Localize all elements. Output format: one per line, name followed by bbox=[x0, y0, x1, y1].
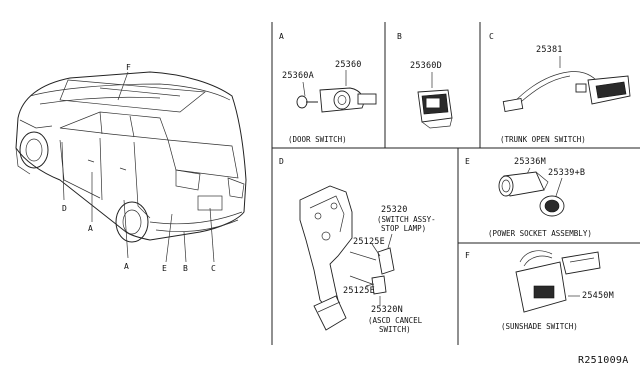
part-25360a: 25360A bbox=[282, 71, 314, 81]
part-25320n: 25320N bbox=[371, 305, 403, 315]
part-25125e-lower: 25125E bbox=[343, 286, 375, 296]
part-25360d: 25360D bbox=[410, 61, 442, 71]
car-label-b: B bbox=[183, 264, 188, 273]
diagram-reference: R251009A bbox=[578, 355, 629, 366]
power-socket-drawing bbox=[498, 167, 565, 217]
vehicle-illustration bbox=[15, 71, 247, 263]
door-switch-drawing bbox=[296, 70, 377, 113]
part-25320: 25320 bbox=[381, 205, 408, 215]
car-label-e: E bbox=[162, 264, 167, 273]
label-switch-assy-2: STOP LAMP) bbox=[381, 224, 427, 233]
section-e-letter: E bbox=[465, 157, 470, 166]
section-f-letter: F bbox=[465, 251, 470, 260]
part-25381: 25381 bbox=[536, 45, 563, 55]
section-a-letter: A bbox=[279, 32, 284, 41]
trunk-open-switch-drawing bbox=[502, 56, 631, 113]
label-switch-assy-1: (SWITCH ASSY- bbox=[377, 215, 436, 224]
panel-dividers bbox=[271, 22, 640, 345]
part-25339-b: 25339+B bbox=[548, 168, 586, 178]
part-25125e-upper: 25125E bbox=[353, 237, 385, 247]
car-label-d: D bbox=[62, 204, 67, 213]
car-label-a: A bbox=[88, 224, 93, 233]
label-ascd-2: SWITCH) bbox=[379, 325, 411, 334]
section-c-letter: C bbox=[489, 32, 494, 41]
section-b-letter: B bbox=[397, 32, 402, 41]
caption-sunshade-switch: (SUNSHADE SWITCH) bbox=[501, 322, 578, 331]
part-25450m: 25450M bbox=[582, 291, 614, 301]
sunshade-switch-drawing bbox=[515, 250, 601, 313]
section-d-letter: D bbox=[279, 157, 284, 166]
car-label-a-lower: A bbox=[124, 262, 129, 271]
label-ascd-1: (ASCD CANCEL bbox=[368, 316, 423, 325]
car-label-c: C bbox=[211, 264, 216, 273]
caption-door-switch: (DOOR SWITCH) bbox=[288, 135, 347, 144]
caption-trunk-open-switch: (TRUNK OPEN SWITCH) bbox=[500, 135, 586, 144]
switch-25360d-drawing bbox=[417, 72, 453, 129]
stop-lamp-switch-drawing bbox=[299, 185, 395, 331]
caption-power-socket: (POWER SOCKET ASSEMBLY) bbox=[488, 229, 592, 238]
part-25360: 25360 bbox=[335, 60, 362, 70]
car-label-f: F bbox=[126, 63, 131, 72]
part-25336m: 25336M bbox=[514, 157, 546, 167]
